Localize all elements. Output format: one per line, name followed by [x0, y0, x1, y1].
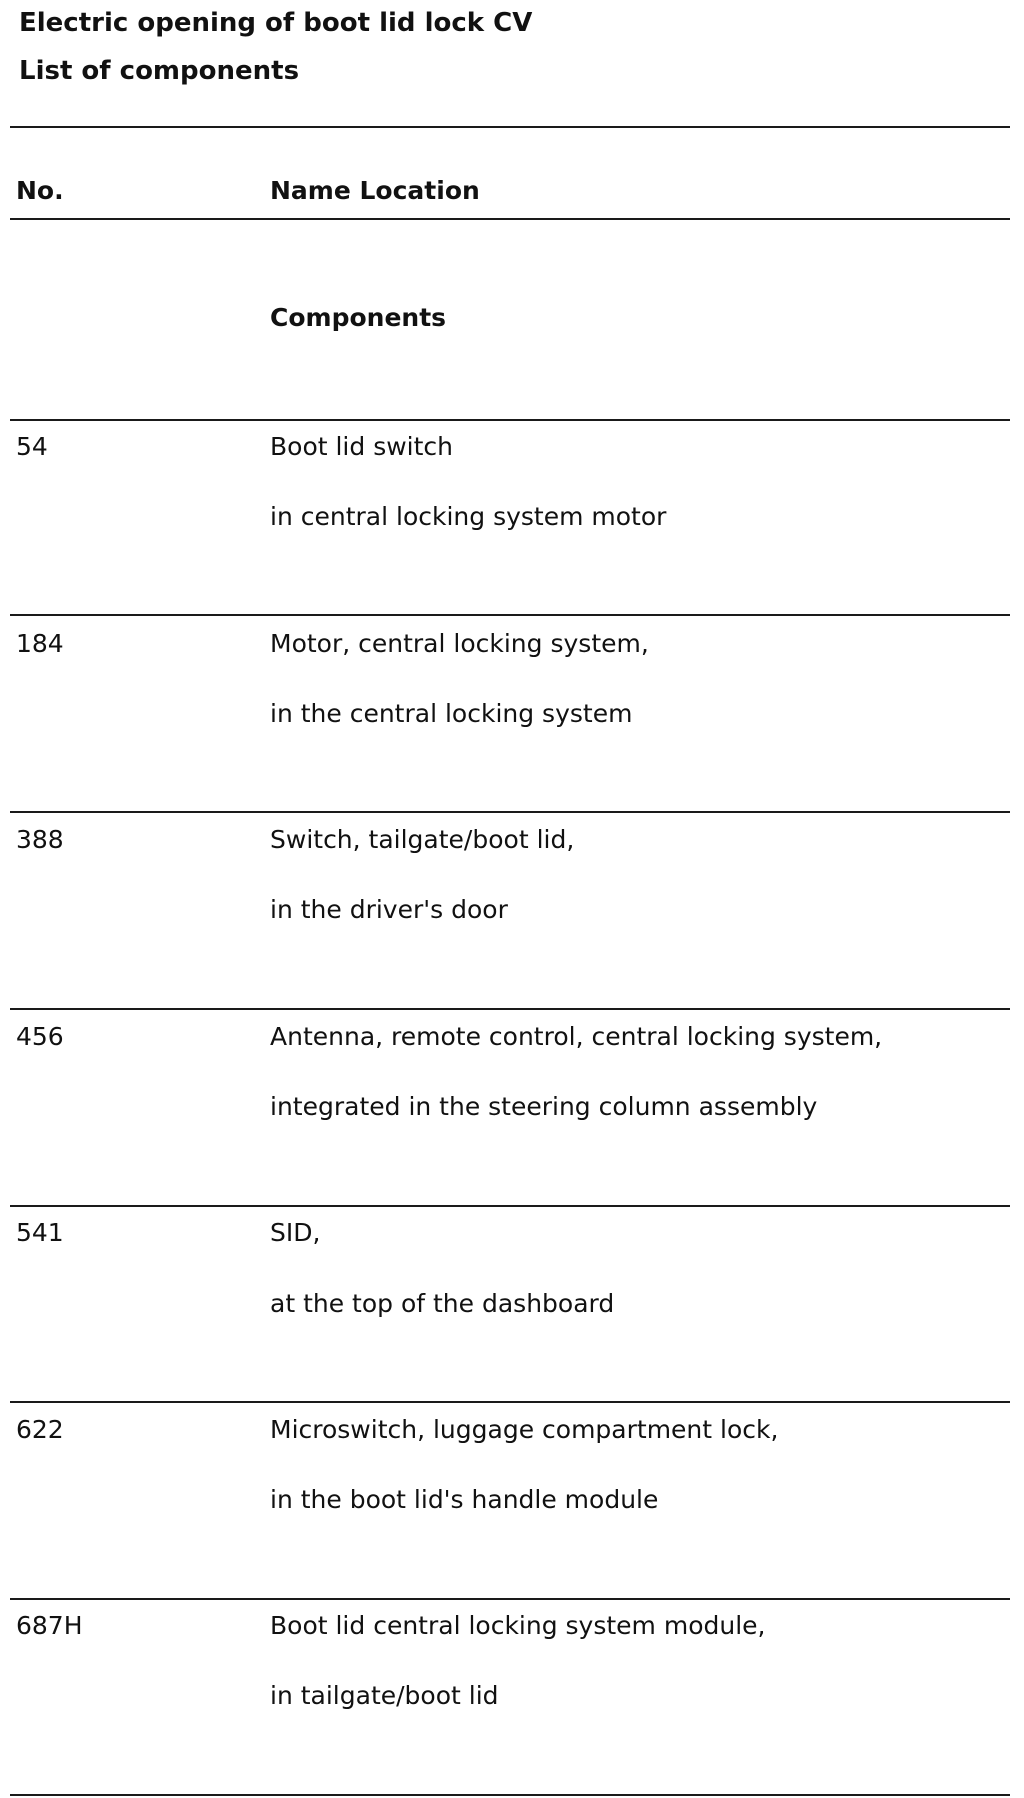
row-number: 687H: [16, 1611, 83, 1640]
row-number: 456: [16, 1022, 64, 1051]
header-no: No.: [16, 176, 64, 205]
section-rule: [10, 419, 1010, 421]
row-name: Motor, central locking system,: [270, 629, 649, 658]
row-rule: [10, 1401, 1010, 1403]
row-location: in tailgate/boot lid: [270, 1681, 499, 1710]
bottom-rule: [10, 1794, 1010, 1796]
row-name: SID,: [270, 1218, 321, 1247]
row-rule: [10, 1008, 1010, 1010]
row-name: Switch, tailgate/boot lid,: [270, 825, 575, 854]
row-location: integrated in the steering column assemb…: [270, 1092, 818, 1121]
row-number: 184: [16, 629, 64, 658]
row-location: in central locking system motor: [270, 502, 667, 531]
row-rule: [10, 811, 1010, 813]
row-name: Microswitch, luggage compartment lock,: [270, 1415, 779, 1444]
row-name: Boot lid central locking system module,: [270, 1611, 766, 1640]
header-name-location: Name Location: [270, 176, 480, 205]
section-label: Components: [270, 303, 447, 332]
row-number: 622: [16, 1415, 64, 1444]
row-rule: [10, 614, 1010, 616]
document-title: Electric opening of boot lid lock CV: [19, 8, 533, 38]
row-number: 388: [16, 825, 64, 854]
row-location: in the driver's door: [270, 895, 508, 924]
row-location: in the boot lid's handle module: [270, 1485, 659, 1514]
row-name: Boot lid switch: [270, 432, 454, 461]
row-rule: [10, 1598, 1010, 1600]
row-number: 541: [16, 1218, 64, 1247]
row-number: 54: [16, 432, 48, 461]
row-name: Antenna, remote control, central locking…: [270, 1022, 883, 1051]
row-location: in the central locking system: [270, 699, 633, 728]
top-rule: [10, 126, 1010, 128]
row-rule: [10, 1205, 1010, 1207]
header-rule: [10, 218, 1010, 220]
document-subtitle: List of components: [19, 56, 300, 86]
row-location: at the top of the dashboard: [270, 1289, 615, 1318]
